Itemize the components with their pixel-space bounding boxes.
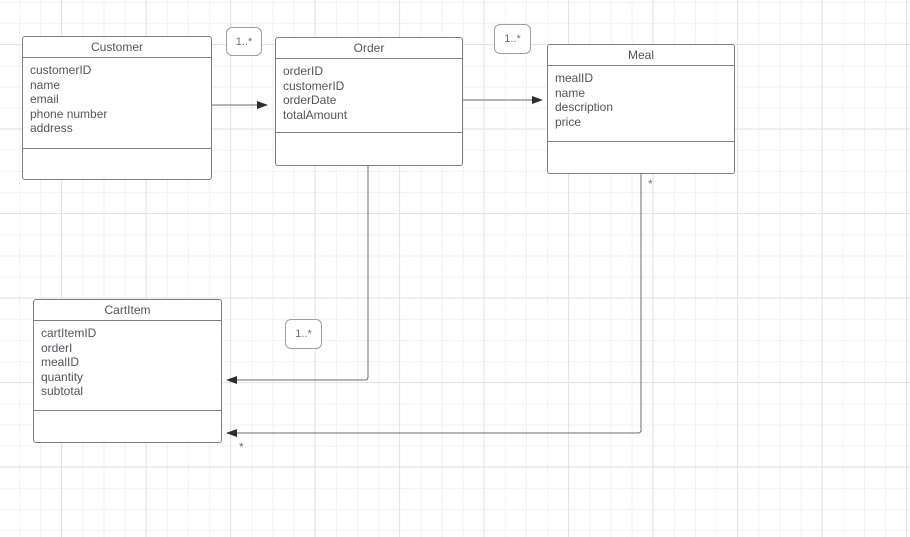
class-attribute: orderDate (283, 93, 337, 107)
class-attribute: orderI (41, 340, 73, 355)
class-attribute: quantity (41, 369, 84, 384)
multiplicity-star-cartitem: * (239, 440, 244, 454)
class-attribute: subtotal (41, 384, 84, 398)
class-attribute: totalAmount (283, 107, 348, 122)
class-methods-compartment (548, 142, 734, 173)
class-attribute: mealID (41, 355, 80, 369)
class-attribute: customerID (30, 63, 92, 77)
class-title: Customer (23, 37, 211, 58)
class-methods-compartment (276, 133, 462, 165)
class-title: CartItem (34, 300, 221, 321)
class-attribute: description (555, 100, 614, 114)
class-attribute: email (30, 92, 59, 106)
class-attribute: price (555, 114, 582, 129)
connector-order-cartitem[interactable] (226, 166, 369, 384)
class-attribute: name (555, 85, 586, 100)
class-title: Order (276, 38, 462, 59)
connector-meal-cartitem[interactable] (226, 174, 642, 437)
class-attribute: customerID (283, 78, 345, 93)
class-methods-compartment (23, 149, 211, 179)
class-attribute: mealID (555, 71, 594, 85)
class-attribute: name (30, 77, 61, 92)
class-attribute: address (30, 121, 73, 135)
multiplicity-text: 1..* (504, 33, 521, 45)
class-attribute: cartItemID (41, 326, 97, 340)
class-attribute: orderID (283, 64, 324, 78)
multiplicity-text: 1..* (235, 35, 253, 48)
class-title: Meal (548, 45, 734, 66)
class-methods-compartment (34, 411, 221, 442)
multiplicity-star-meal: * (648, 177, 653, 191)
multiplicity-label-order-meal[interactable]: 1..* (494, 24, 531, 54)
multiplicity-label-order-cartitem[interactable]: 1..* (285, 319, 322, 349)
class-attribute: phone number (30, 106, 108, 121)
multiplicity-text: 1..* (295, 328, 312, 340)
multiplicity-label-customer-order[interactable]: 1..* (226, 27, 262, 56)
